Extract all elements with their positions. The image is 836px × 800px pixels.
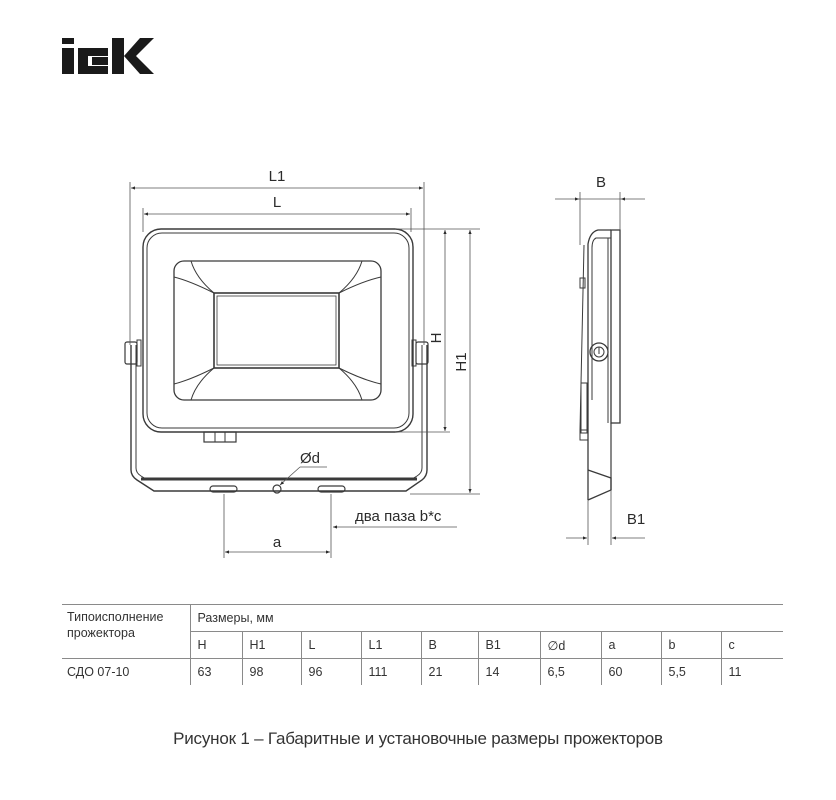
col-header: ∅d — [539, 631, 601, 659]
value-cell: 5,5 — [660, 658, 721, 685]
dim-label-B: B — [596, 174, 606, 191]
col-header: L — [300, 631, 361, 659]
col-header: a — [600, 631, 661, 659]
side-view — [579, 229, 621, 501]
slot-note: два паза b*c — [355, 508, 442, 525]
dim-label-H1: H1 — [453, 352, 470, 371]
type-header-line2: прожектора — [67, 626, 135, 640]
type-header-line1: Типоисполнение — [67, 610, 164, 624]
col-header: B1 — [477, 631, 540, 659]
col-header: B — [420, 631, 478, 659]
dim-label-L1: L1 — [269, 168, 286, 185]
side-dimension-lines — [555, 192, 645, 545]
dim-label-H: H — [428, 333, 445, 344]
group-header: Размеры, мм — [189, 604, 783, 632]
table-subheader-row: H H1 L L1 B B1 ∅d a b c — [62, 631, 783, 659]
figure-caption: Рисунок 1 – Габаритные и установочные ра… — [173, 729, 663, 748]
front-dimension-lines — [129, 182, 480, 558]
value-cell: 11 — [720, 658, 783, 685]
iek-logo — [62, 38, 154, 74]
col-header: b — [660, 631, 721, 659]
value-cell: 60 — [600, 658, 661, 685]
front-view — [124, 228, 429, 494]
type-header: Типоисполнение прожектора — [62, 604, 190, 659]
col-header: H — [189, 631, 242, 659]
table-header-row: Типоисполнение прожектора Размеры, мм — [62, 604, 783, 659]
value-cell: 111 — [360, 658, 421, 685]
value-cell: 63 — [189, 658, 242, 685]
value-cell: 96 — [300, 658, 361, 685]
col-header: L1 — [360, 631, 421, 659]
dim-label-d: Ød — [300, 450, 320, 467]
dim-label-L: L — [273, 194, 281, 211]
dim-label-B1: B1 — [627, 511, 645, 528]
col-header: c — [720, 631, 783, 659]
table-row: СДО 07-10 63 98 96 111 21 14 6,5 60 5,5 … — [62, 658, 783, 685]
col-header: H1 — [241, 631, 301, 659]
dimensions-table: Типоисполнение прожектора Размеры, мм H … — [62, 604, 783, 685]
value-cell: 14 — [477, 658, 540, 685]
value-cell: 98 — [241, 658, 301, 685]
model-cell: СДО 07-10 — [62, 658, 190, 685]
technical-drawing: L1 L H H1 a Ød два паза b*c B B1 — [124, 168, 645, 558]
value-cell: 21 — [420, 658, 478, 685]
value-cell: 6,5 — [539, 658, 601, 685]
dim-label-a: a — [273, 534, 282, 551]
